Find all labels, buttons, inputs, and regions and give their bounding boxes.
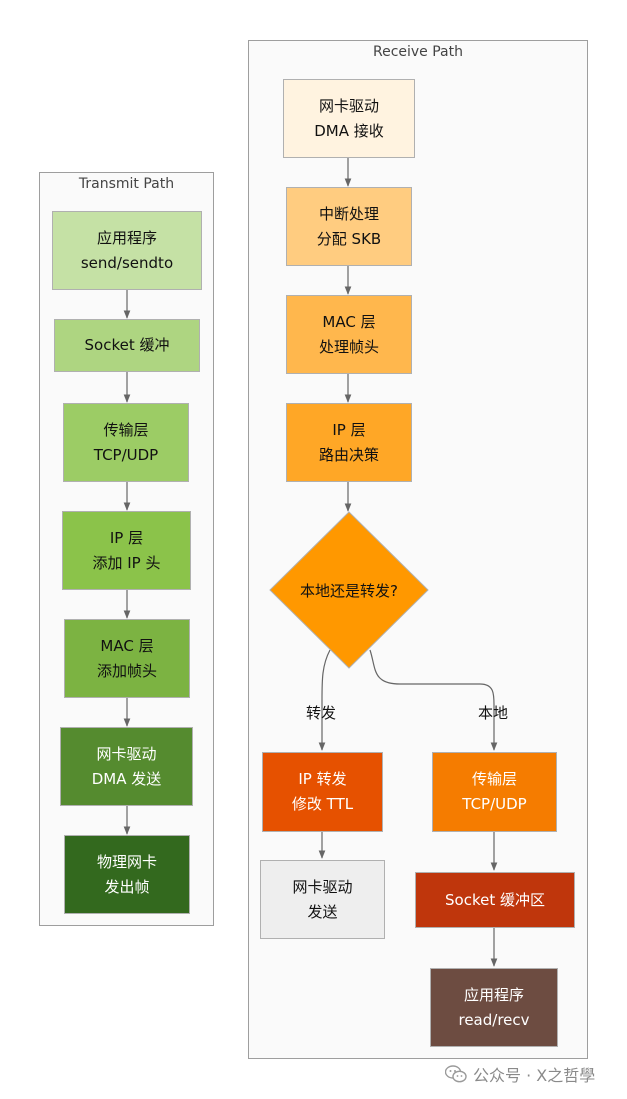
rx-node-ip-forward-line2: 修改 TTL	[291, 795, 354, 813]
tx-node-ip-line2: 添加 IP 头	[92, 553, 161, 572]
tx-node-ip: IP 层 添加 IP 头	[62, 511, 191, 590]
rx-node-transport-line1: 传输层	[471, 770, 517, 788]
tx-node-application-line2: send/sendto	[80, 253, 174, 272]
rx-node-ip-forward: IP 转发 修改 TTL	[262, 752, 383, 832]
tx-node-nic-driver-line1: 网卡驱动	[96, 744, 157, 763]
rx-node-nic-driver: 网卡驱动 DMA 接收	[283, 79, 415, 158]
tx-node-mac-line2: 添加帧头	[96, 661, 157, 680]
tx-node-socket-buffer-line1: Socket 缓冲	[84, 336, 170, 354]
tx-node-physical-nic: 物理网卡 发出帧	[64, 835, 190, 914]
rx-node-application-line1: 应用程序	[463, 985, 524, 1004]
rx-node-mac-line1: MAC 层	[322, 312, 376, 331]
rx-node-transport: 传输层 TCP/UDP	[432, 752, 557, 832]
decision-label: 本地还是转发?	[300, 582, 398, 600]
watermark-text: 公众号 · X之哲學	[473, 1066, 596, 1085]
rx-node-driver-send: 网卡驱动 发送	[260, 860, 385, 939]
decision-diamond	[269, 511, 429, 669]
edge-label-forward: 转发	[306, 704, 337, 722]
rx-node-transport-line2: TCP/UDP	[462, 795, 527, 813]
rx-node-interrupt-line1: 中断处理	[318, 204, 379, 223]
wechat-icon	[445, 1065, 467, 1083]
edge-label-local: 本地	[478, 704, 509, 722]
tx-node-transport: 传输层 TCP/UDP	[63, 403, 189, 482]
transmit-path-title: Transmit Path	[78, 176, 175, 192]
rx-node-application-line2: read/recv	[458, 1010, 530, 1029]
rx-node-nic-driver-line2: DMA 接收	[314, 121, 384, 140]
tx-node-nic-driver-line2: DMA 发送	[91, 769, 162, 788]
rx-node-application: 应用程序 read/recv	[430, 968, 558, 1047]
rx-node-ip: IP 层 路由决策	[286, 403, 412, 482]
tx-node-application-line1: 应用程序	[96, 228, 157, 247]
rx-node-interrupt: 中断处理 分配 SKB	[286, 187, 412, 266]
rx-node-ip-line2: 路由决策	[318, 445, 379, 464]
rx-node-driver-send-line2: 发送	[307, 902, 338, 921]
tx-node-physical-nic-line1: 物理网卡	[96, 852, 157, 871]
tx-node-nic-driver: 网卡驱动 DMA 发送	[60, 727, 193, 806]
rx-node-nic-driver-line1: 网卡驱动	[318, 96, 379, 115]
tx-node-mac: MAC 层 添加帧头	[64, 619, 190, 698]
tx-node-transport-line2: TCP/UDP	[93, 445, 159, 464]
rx-node-interrupt-line2: 分配 SKB	[316, 229, 382, 248]
tx-node-application: 应用程序 send/sendto	[52, 211, 202, 290]
rx-node-ip-line1: IP 层	[332, 420, 366, 439]
rx-node-ip-forward-line1: IP 转发	[298, 770, 347, 788]
tx-node-transport-line1: 传输层	[103, 420, 149, 439]
tx-node-ip-line1: IP 层	[109, 528, 144, 547]
edge-rx-decision-forward	[318, 649, 331, 751]
watermark: 公众号 · X之哲學	[445, 1062, 595, 1086]
tx-node-physical-nic-line2: 发出帧	[104, 877, 150, 896]
rx-node-driver-send-line1: 网卡驱动	[292, 877, 353, 896]
tx-node-socket-buffer: Socket 缓冲	[54, 319, 200, 372]
tx-node-mac-line1: MAC 层	[100, 636, 154, 655]
rx-node-socket-buffer-line1: Socket 缓冲区	[445, 890, 545, 909]
receive-path-title: Receive Path	[372, 44, 463, 60]
rx-node-socket-buffer: Socket 缓冲区	[415, 872, 575, 928]
rx-node-mac-line2: 处理帧头	[318, 337, 379, 356]
edge-rx-decision-local	[369, 649, 498, 751]
rx-node-mac: MAC 层 处理帧头	[286, 295, 412, 374]
